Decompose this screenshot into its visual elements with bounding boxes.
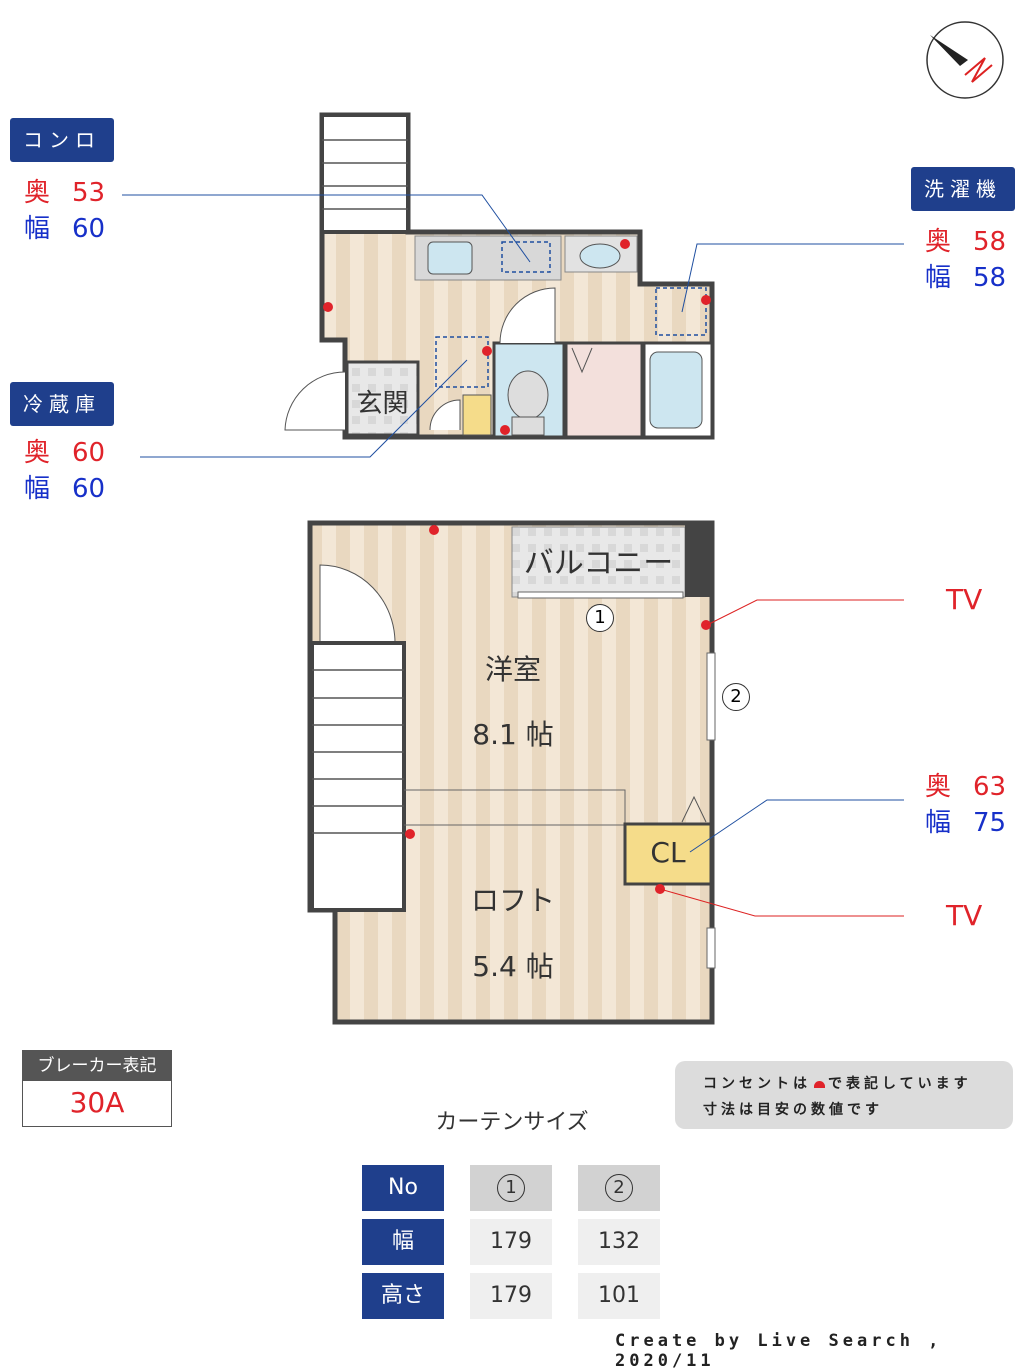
breaker-value: 30A xyxy=(69,1086,125,1119)
tv-label: TV xyxy=(946,583,983,616)
curtain-cell: 179 xyxy=(470,1273,552,1319)
appliance-fridge-tag: 冷蔵庫 xyxy=(10,382,114,426)
room-balcony: バルコニー xyxy=(523,546,674,581)
window-1-marker: 1 xyxy=(586,604,614,632)
curtain-row-label: 高さ xyxy=(362,1273,444,1319)
notes-box: コンセントは で表記しています 寸法は目安の数値です xyxy=(675,1061,1013,1129)
breaker-title: ブレーカー表記 xyxy=(23,1051,171,1081)
curtain-cell: 179 xyxy=(470,1219,552,1265)
appliance-washer-tag: 洗濯機 xyxy=(911,167,1015,211)
breaker-box: ブレーカー表記 30A xyxy=(22,1050,172,1127)
curtain-header-no: No xyxy=(362,1165,444,1211)
curtain-title: カーテンサイズ xyxy=(435,1110,589,1135)
upper-floor xyxy=(284,112,715,440)
credit: Create by Live Search , 2020/11 xyxy=(615,1331,943,1371)
room-western: 洋室 xyxy=(484,653,541,686)
curtain-row-label: 幅 xyxy=(362,1219,444,1265)
curtain-header-2: 2 xyxy=(578,1165,660,1211)
appliance-stove-tag: コンロ xyxy=(10,118,114,162)
lower-floor xyxy=(307,520,716,1025)
note-outlet-2: で表記しています xyxy=(828,1076,972,1092)
room-closet: CL xyxy=(650,836,686,869)
room-entrance: 玄関 xyxy=(356,389,409,419)
compass-icon xyxy=(926,21,1004,99)
outlet-icon xyxy=(814,1081,825,1088)
curtain-header-1: 1 xyxy=(470,1165,552,1211)
note-dimensions: 寸法は目安の数値です xyxy=(703,1102,883,1118)
window-2-marker: 2 xyxy=(722,683,750,711)
room-loft-size: 5.4 帖 xyxy=(472,950,554,983)
note-outlet: コンセントは xyxy=(703,1076,811,1092)
curtain-cell: 101 xyxy=(578,1273,660,1319)
room-loft: ロフト xyxy=(470,884,555,917)
tv-label: TV xyxy=(946,899,983,932)
curtain-cell: 132 xyxy=(578,1219,660,1265)
room-western-size: 8.1 帖 xyxy=(472,718,554,751)
